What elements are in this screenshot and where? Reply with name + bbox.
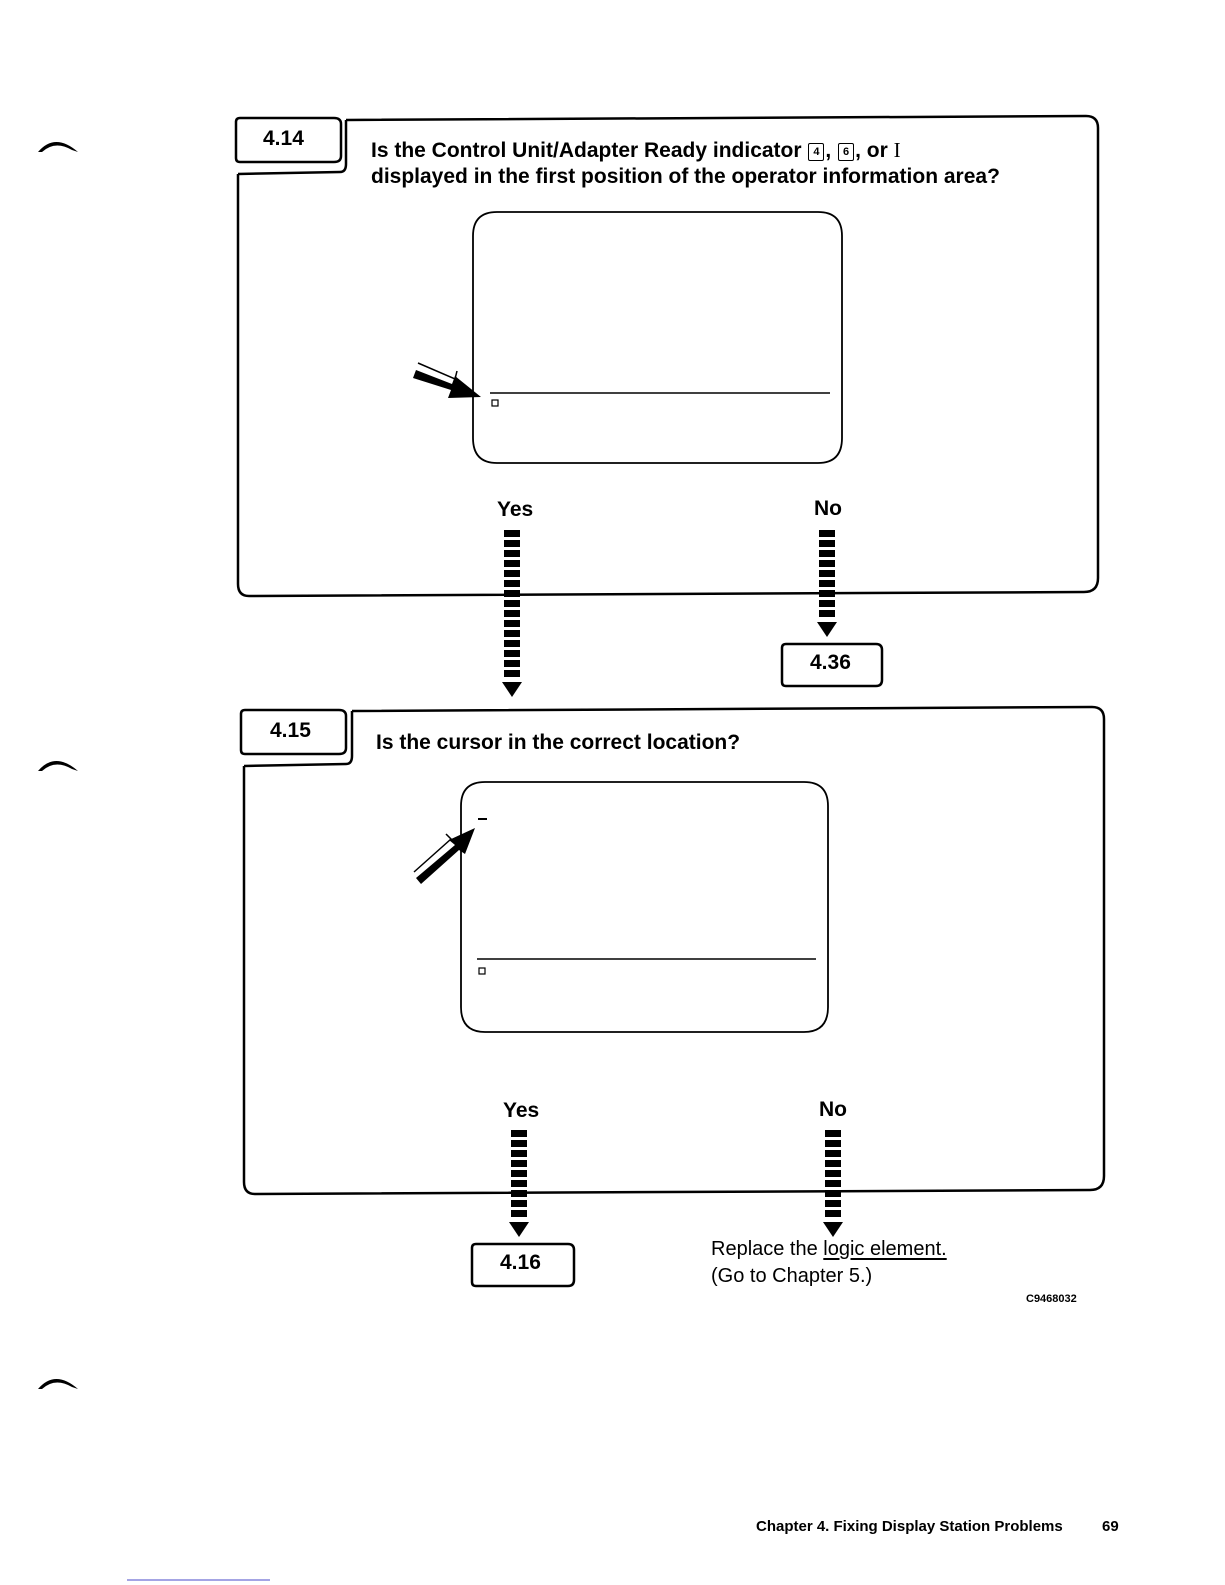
page-number: 69: [1102, 1518, 1119, 1535]
connector-segment: [504, 570, 520, 577]
screen-illustration-414: [473, 212, 842, 463]
no-arrowhead-415: [823, 1222, 843, 1237]
connector-segment: [825, 1190, 841, 1197]
screen-illustration-415: [461, 782, 828, 1032]
footer-chapter: Chapter 4. Fixing Display Station Proble…: [756, 1518, 1063, 1535]
pointer-arrow-414: [413, 363, 481, 398]
no-action-text: Replace the: [711, 1238, 823, 1260]
connector-segment: [511, 1200, 527, 1207]
no-label-414: No: [814, 497, 842, 521]
connector-segment: [504, 640, 520, 647]
connector-segment: [511, 1170, 527, 1177]
step-415-frame: [241, 707, 1104, 1194]
binding-mark-bottom: [38, 1379, 78, 1389]
yes-label-415: Yes: [503, 1099, 539, 1123]
connector-segment: [511, 1140, 527, 1147]
no-label-415: No: [819, 1098, 847, 1122]
no-action-415-line2: (Go to Chapter 5.): [711, 1263, 872, 1290]
connector-segment: [819, 580, 835, 587]
indicator-ibeam-icon: I: [894, 138, 901, 162]
connector-segment: [504, 590, 520, 597]
connector-segment: [819, 570, 835, 577]
connector-segment: [511, 1210, 527, 1217]
connector-segment: [511, 1130, 527, 1137]
connector-segment: [504, 560, 520, 567]
connector-segment: [819, 560, 835, 567]
connector-segment: [504, 630, 520, 637]
connector-segment: [825, 1170, 841, 1177]
ref-label-416: 4.16: [500, 1251, 541, 1275]
connector-segment: [504, 670, 520, 677]
step-number-415: 4.15: [270, 719, 311, 743]
comma-separator: ,: [825, 139, 831, 162]
connector-segment: [825, 1180, 841, 1187]
connector-segment: [504, 550, 520, 557]
binding-mark-top: [38, 142, 78, 152]
no-connector-415: [825, 1130, 841, 1217]
connector-segment: [504, 650, 520, 657]
yes-arrowhead-414: [502, 682, 522, 697]
connector-segment: [504, 530, 520, 537]
question-414-line2: displayed in the first position of the o…: [371, 163, 1000, 191]
yes-connector-415: [511, 1130, 527, 1217]
connector-segment: [504, 620, 520, 627]
yes-arrowhead-415: [509, 1222, 529, 1237]
connector-segment: [504, 660, 520, 667]
or-text: , or: [855, 139, 888, 162]
connector-segment: [819, 550, 835, 557]
connector-segment: [825, 1160, 841, 1167]
binding-mark-middle: [38, 761, 78, 771]
question-414-line1: Is the Control Unit/Adapter Ready indica…: [371, 136, 901, 165]
connector-segment: [825, 1130, 841, 1137]
connector-segment: [819, 610, 835, 617]
connector-segment: [511, 1180, 527, 1187]
yes-label-414: Yes: [497, 498, 533, 522]
connector-segment: [504, 600, 520, 607]
no-arrowhead-414: [817, 622, 837, 637]
pointer-arrow-415: [414, 828, 475, 884]
step-number-414: 4.14: [263, 127, 304, 151]
connector-segment: [504, 610, 520, 617]
connector-segment: [819, 590, 835, 597]
connector-segment: [825, 1150, 841, 1157]
no-connector-414: [819, 530, 835, 617]
connector-segment: [511, 1160, 527, 1167]
connector-segment: [825, 1200, 841, 1207]
connector-segment: [825, 1140, 841, 1147]
connector-segment: [504, 540, 520, 547]
question-414-text: Is the Control Unit/Adapter Ready indica…: [371, 139, 802, 162]
connector-segment: [819, 530, 835, 537]
connector-segment: [819, 600, 835, 607]
ref-label-436: 4.36: [810, 651, 851, 675]
connector-segment: [504, 580, 520, 587]
connector-segment: [511, 1150, 527, 1157]
no-action-415-line1: Replace the logic element.: [711, 1236, 947, 1263]
figure-id: C9468032: [1026, 1293, 1077, 1305]
yes-connector-414: [504, 530, 520, 677]
indicator-4-icon: 4: [808, 143, 824, 161]
connector-segment: [819, 540, 835, 547]
question-415: Is the cursor in the correct location?: [376, 729, 740, 757]
logic-element-link[interactable]: logic element.: [823, 1238, 946, 1260]
connector-segment: [825, 1210, 841, 1217]
indicator-6-icon: 6: [838, 143, 854, 161]
connector-segment: [511, 1190, 527, 1197]
